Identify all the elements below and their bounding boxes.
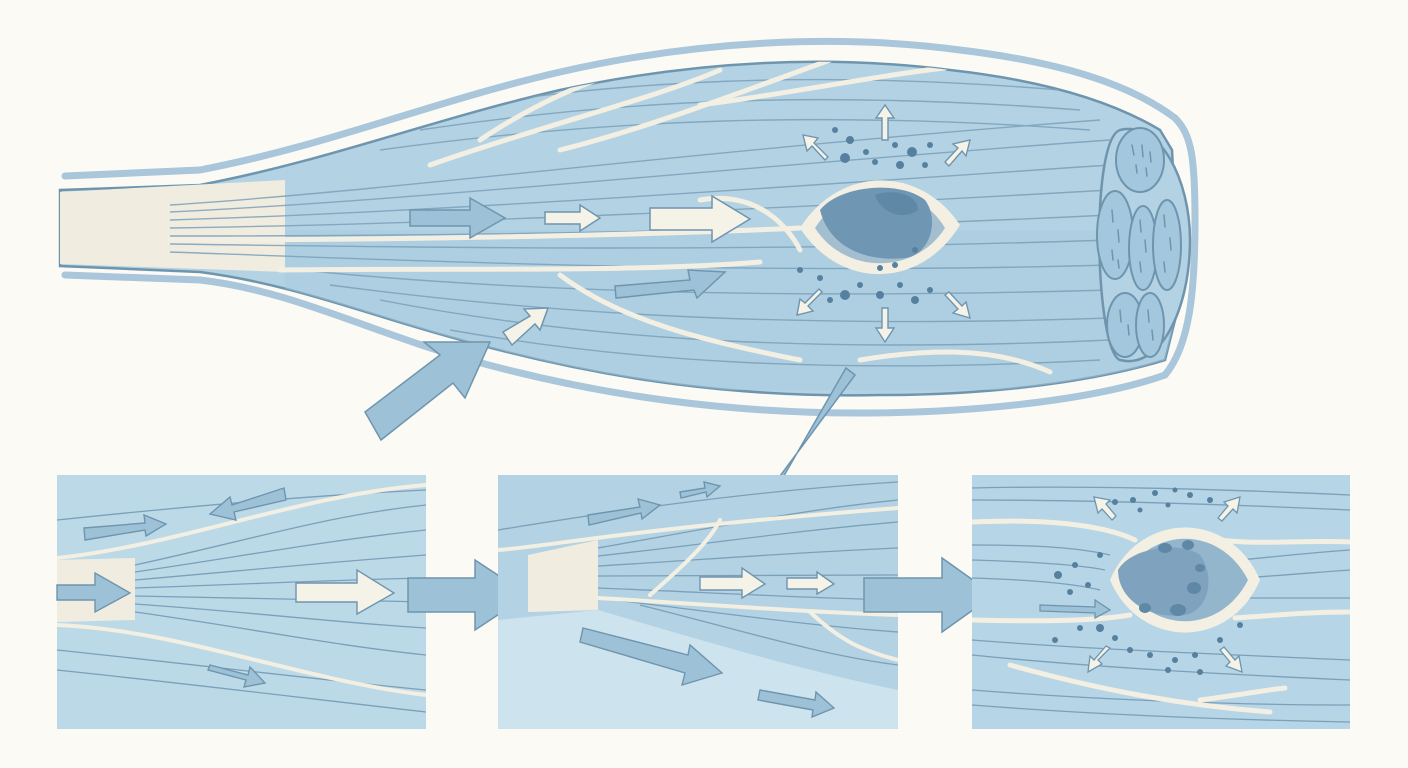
panel-3-lesion <box>1118 547 1209 616</box>
right-arrow-icon <box>614 269 727 300</box>
sheath-top <box>61 37 1199 417</box>
small-arrow-icon <box>1093 496 1117 521</box>
right-arrow-icon <box>679 481 722 499</box>
fascicle-cross-section <box>1096 127 1192 363</box>
right-arrow-icon <box>579 627 724 687</box>
right-arrow-icon <box>83 513 168 541</box>
small-arrow-icon <box>944 139 971 168</box>
right-arrow-icon <box>649 194 752 244</box>
small-arrow-icon <box>943 291 971 320</box>
right-arrow-icon <box>699 566 767 600</box>
panel-3 <box>972 475 1350 729</box>
small-arrow-icon <box>796 288 823 316</box>
left-arrow-icon <box>208 487 287 521</box>
small-arrow-icon <box>802 134 829 162</box>
up-right-arrow-icon <box>501 307 550 347</box>
small-arrow-icon <box>1087 645 1112 674</box>
right-arrow-icon <box>544 203 602 233</box>
panel-1 <box>56 475 426 729</box>
panel-2 <box>498 475 898 729</box>
main-flow-arrows <box>364 194 752 442</box>
right-arrow-icon <box>207 664 267 688</box>
pointer-arrow-icon <box>364 341 492 442</box>
main-radiating-arrows <box>796 103 971 344</box>
main-lesion <box>797 127 960 304</box>
right-arrow-icon <box>863 556 996 634</box>
small-arrow-icon <box>1219 646 1243 674</box>
right-arrow-icon <box>757 689 836 719</box>
tendon <box>60 180 285 272</box>
small-arrow-icon <box>874 103 896 141</box>
small-arrow-icon <box>874 307 896 344</box>
right-arrow-icon <box>56 571 132 614</box>
small-arrow-icon <box>1217 496 1241 522</box>
muscle-main-view <box>58 37 1199 417</box>
right-arrow-icon <box>295 568 396 616</box>
right-arrow-icon <box>587 498 662 526</box>
right-arrow-icon <box>409 196 507 240</box>
right-arrow-icon <box>1039 598 1112 620</box>
right-arrow-icon <box>786 570 836 596</box>
